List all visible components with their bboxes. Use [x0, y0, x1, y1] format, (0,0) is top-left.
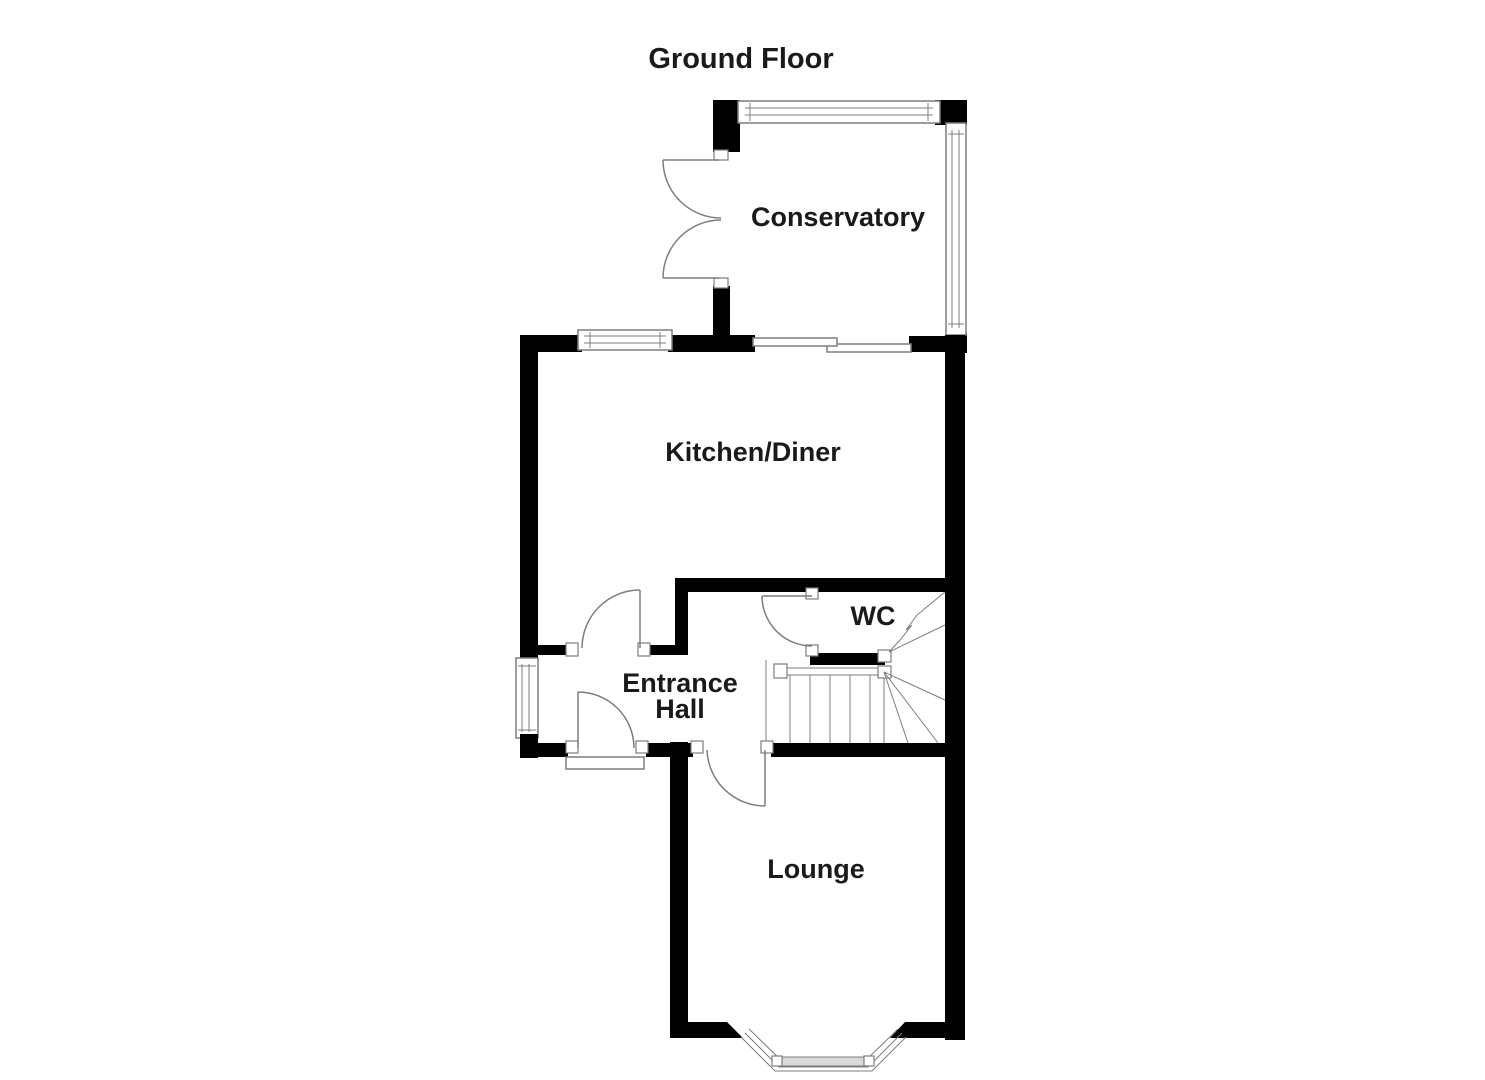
door-jamb [805, 587, 819, 600]
window-frame [515, 657, 539, 739]
door-threshold [565, 756, 645, 770]
window [577, 329, 673, 351]
window-frame [737, 100, 941, 124]
window-divider [863, 1055, 875, 1067]
room-kitchen-diner: Kitchen/Diner [520, 329, 965, 1040]
door-jamb [565, 740, 579, 754]
door-jamb [713, 277, 729, 289]
wall-segment [520, 335, 538, 660]
door-jamb [760, 740, 774, 754]
open-doorway-step [752, 337, 912, 353]
stair-break-symbol [899, 614, 918, 641]
stairs [765, 591, 946, 744]
door-jamb [635, 740, 649, 754]
door-swing-arc [577, 691, 635, 749]
window [945, 122, 967, 336]
wall-segment [890, 1022, 965, 1038]
lounge-door [690, 740, 774, 807]
wall-segment [945, 335, 965, 1040]
wall-segment [670, 742, 688, 1038]
stair-winder [916, 591, 946, 616]
step-line [752, 337, 838, 347]
lounge-label: Lounge [767, 854, 864, 884]
entrance-hall-label-line1: Entrance [622, 668, 738, 698]
wall-segment [520, 335, 582, 352]
door-swing-arc [581, 589, 641, 649]
step-line [826, 343, 912, 353]
stair-winder [883, 671, 946, 701]
wall-segment [713, 286, 730, 335]
kitchen-door [565, 589, 651, 657]
door-swing-arc [761, 595, 813, 647]
window [737, 100, 941, 124]
door-swing-arc [662, 219, 722, 279]
stair-newel [877, 649, 892, 663]
stair-winder [883, 671, 909, 744]
door-jamb [565, 642, 579, 657]
page-title: Ground Floor [648, 43, 833, 75]
room-wc: WC [761, 587, 896, 665]
wall-segment [810, 653, 885, 665]
room-entrance-hall: Entrance Hall [515, 657, 738, 770]
stair-winder [883, 671, 939, 744]
stair-winder [888, 624, 946, 653]
bay-window-outline [744, 1032, 903, 1068]
front-door [565, 691, 649, 770]
wall-segment [771, 743, 965, 757]
room-lounge: Lounge [670, 740, 965, 1072]
wall-segment [678, 578, 948, 592]
door-jamb [637, 642, 651, 657]
bay-window-glazing [778, 1056, 869, 1067]
door-swing-arc [662, 159, 722, 219]
wc-label: WC [851, 601, 896, 631]
bay-window-outline [740, 1036, 907, 1072]
door-jamb [690, 740, 704, 754]
wall-segment [668, 335, 755, 352]
wall-segment [670, 1022, 743, 1038]
wall-segment [520, 743, 568, 757]
wc-door [761, 587, 819, 657]
french-doors [662, 149, 729, 289]
wall-segment [909, 336, 949, 352]
kitchen-diner-label: Kitchen/Diner [665, 437, 841, 467]
door-swing-arc [706, 749, 766, 807]
conservatory-label: Conservatory [751, 202, 925, 232]
door-jamb [713, 149, 729, 161]
bay-window [740, 1028, 907, 1072]
wall-segment [646, 645, 688, 655]
window-frame [577, 329, 673, 351]
room-conservatory: Conservatory [662, 100, 967, 353]
window-divider [771, 1055, 783, 1067]
wall-segment [675, 578, 688, 655]
stair-newel [773, 663, 788, 679]
stair-winder [888, 639, 901, 653]
window [515, 657, 539, 739]
entrance-hall-label-line2: Hall [655, 694, 705, 724]
wall-segment [713, 100, 740, 152]
wall-segment [520, 645, 568, 655]
window-frame [945, 122, 967, 336]
door-jamb [805, 644, 819, 657]
